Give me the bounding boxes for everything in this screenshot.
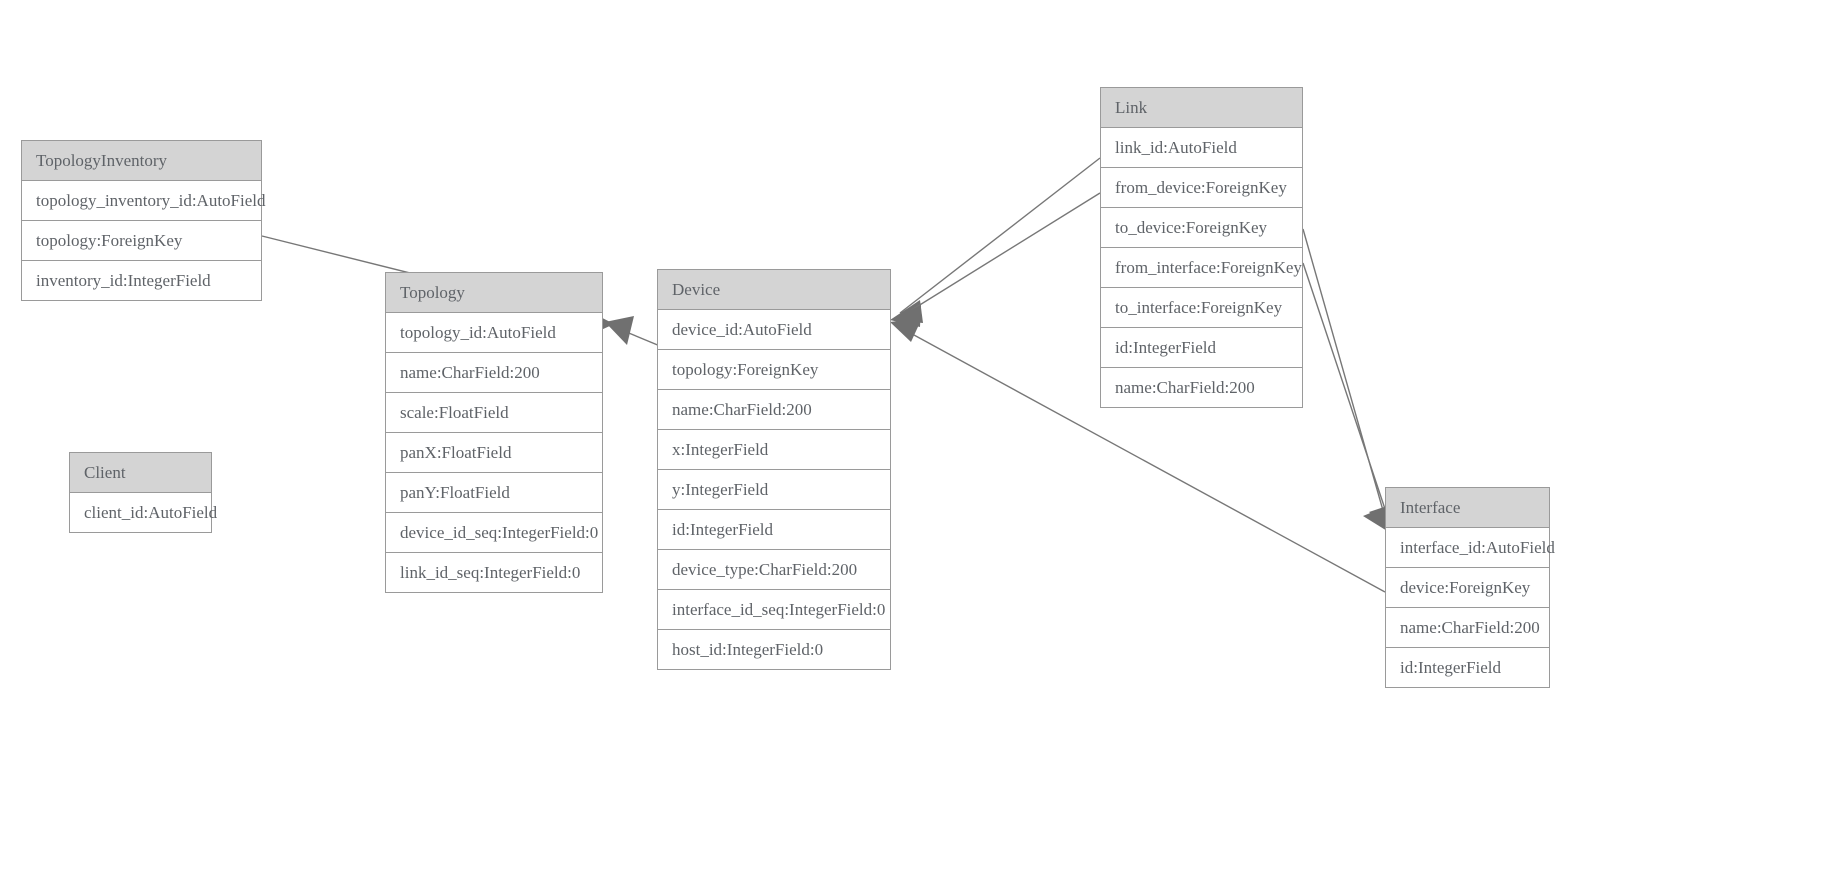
relationship-link-to-interface (1302, 262, 1392, 534)
relationship-link-from-interface (1302, 228, 1392, 534)
entity-field: from_interface:ForeignKey (1101, 248, 1302, 288)
entity-field: host_id:IntegerField:0 (658, 630, 890, 669)
entity-field: link_id:AutoField (1101, 128, 1302, 168)
entity-field: y:IntegerField (658, 470, 890, 510)
entity-title: Topology (386, 273, 602, 313)
entity-field: interface_id:AutoField (1386, 528, 1555, 568)
entity-field: device:ForeignKey (1386, 568, 1549, 608)
entity-field: name:CharField:200 (386, 353, 602, 393)
entity-field: device_id:AutoField (658, 310, 890, 350)
entity-field: to_interface:ForeignKey (1101, 288, 1302, 328)
entity-link[interactable]: Link link_id:AutoField from_device:Forei… (1100, 87, 1303, 408)
entity-field: to_device:ForeignKey (1101, 208, 1302, 248)
entity-field: device_type:CharField:200 (658, 550, 890, 590)
entity-field: name:CharField:200 (1101, 368, 1302, 407)
entity-topology-inventory[interactable]: TopologyInventory topology_inventory_id:… (21, 140, 266, 301)
entity-title: Client (70, 453, 211, 493)
entity-field: id:IntegerField (1101, 328, 1302, 368)
entity-topology[interactable]: Topology topology_id:AutoField name:Char… (385, 272, 603, 593)
entity-field: panY:FloatField (386, 473, 602, 513)
entity-device[interactable]: Device device_id:AutoField topology:Fore… (657, 269, 891, 670)
entity-field: id:IntegerField (658, 510, 890, 550)
relationship-link-to-device (890, 192, 1101, 327)
entity-field: from_device:ForeignKey (1101, 168, 1302, 208)
entity-field: name:CharField:200 (1386, 608, 1549, 648)
entity-field: id:IntegerField (1386, 648, 1549, 687)
entity-client[interactable]: Client client_id:AutoField (69, 452, 217, 533)
entity-field: name:CharField:200 (658, 390, 890, 430)
entity-field: interface_id_seq:IntegerField:0 (658, 590, 890, 630)
entity-title: Link (1101, 88, 1302, 128)
entity-field: link_id_seq:IntegerField:0 (386, 553, 602, 592)
entity-field: topology_inventory_id:AutoField (22, 181, 266, 221)
entity-field: panX:FloatField (386, 433, 602, 473)
entity-title: Interface (1386, 488, 1549, 528)
entity-field: topology_id:AutoField (386, 313, 602, 353)
entity-field: client_id:AutoField (70, 493, 217, 532)
entity-title: Device (658, 270, 890, 310)
entity-field: scale:FloatField (386, 393, 602, 433)
relationship-device-topology (605, 316, 661, 347)
relationship-link-from-device (890, 157, 1101, 323)
entity-field: topology:ForeignKey (658, 350, 890, 390)
entity-interface[interactable]: Interface interface_id:AutoField device:… (1385, 487, 1555, 688)
entity-field: topology:ForeignKey (22, 221, 261, 261)
entity-field: inventory_id:IntegerField (22, 261, 261, 300)
entity-title: TopologyInventory (22, 141, 261, 181)
entity-field: x:IntegerField (658, 430, 890, 470)
entity-field: device_id_seq:IntegerField:0 (386, 513, 602, 553)
